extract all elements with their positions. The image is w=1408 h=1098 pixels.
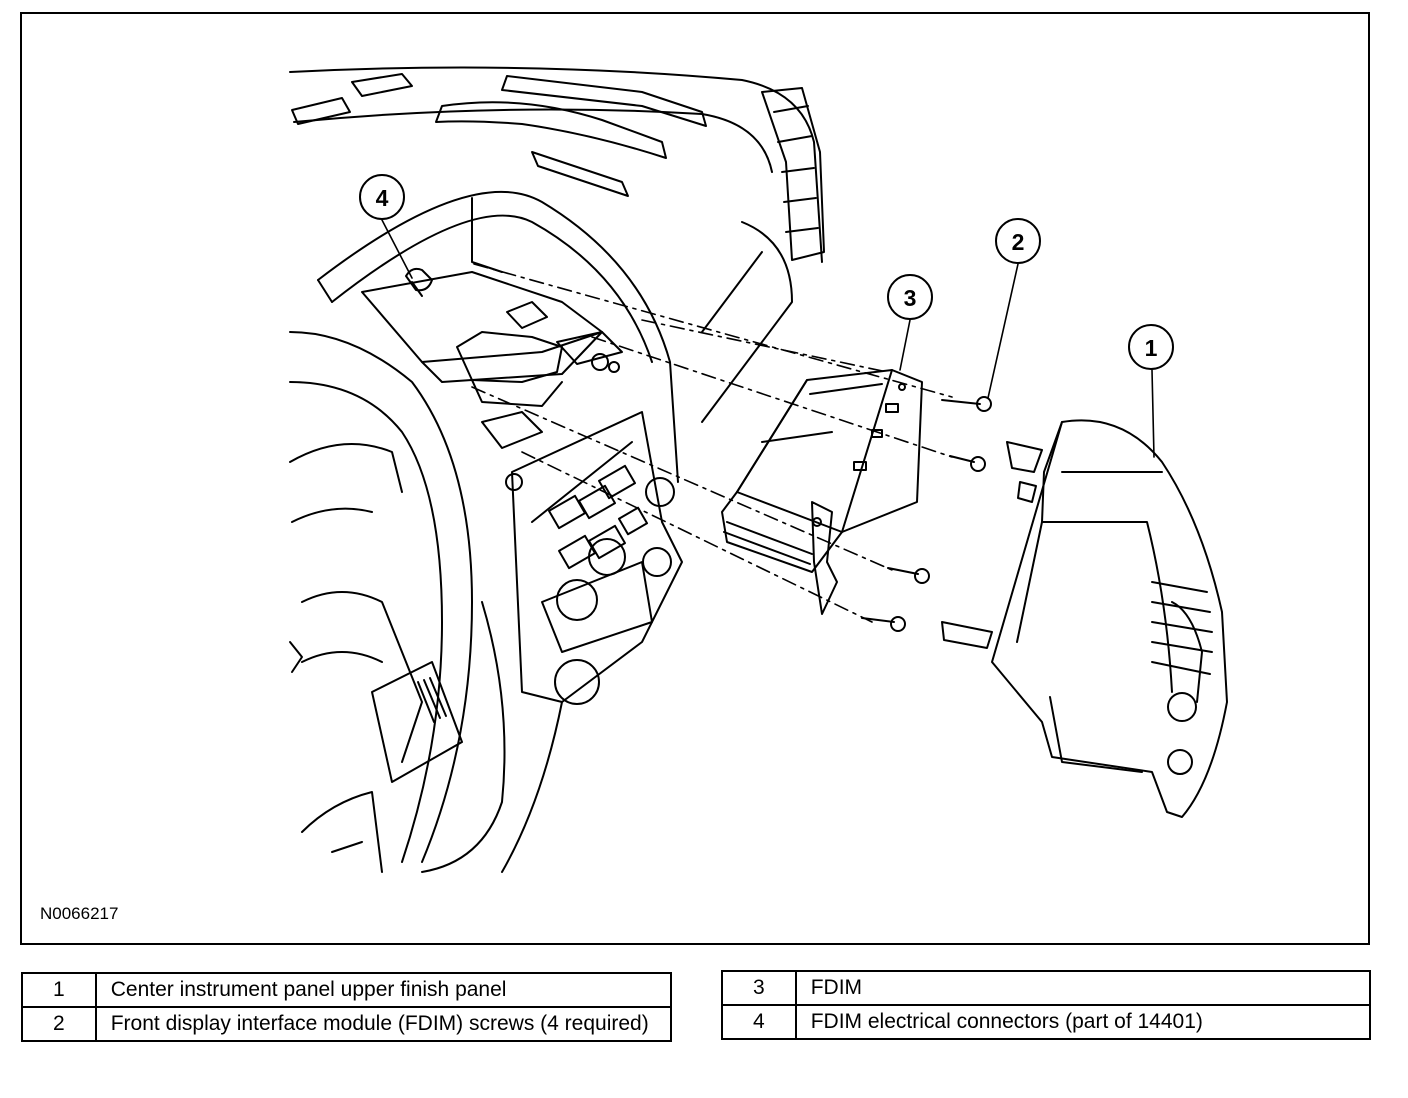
callout-1-label: 1 (1145, 335, 1158, 361)
legend-number: 3 (721, 970, 797, 1006)
legend-number: 2 (21, 1006, 97, 1042)
callout-3-label: 3 (904, 285, 917, 311)
legend-number: 1 (21, 972, 97, 1008)
callout-2-label: 2 (1012, 229, 1025, 255)
legend-description: Center instrument panel upper finish pan… (94, 972, 673, 1008)
legend-description: FDIM electrical connectors (part of 1440… (794, 1004, 1372, 1040)
legend-number: 4 (721, 1004, 797, 1040)
legend-row: 1 Center instrument panel upper finish p… (21, 972, 673, 1008)
callout-leaders (381, 219, 1155, 458)
legend-row: 3 FDIM (721, 970, 1372, 1006)
fdim-screws (861, 396, 992, 632)
callout-3-circle (887, 274, 933, 320)
callout-4-circle (359, 174, 405, 220)
callout-circles (359, 174, 1174, 370)
legend-description: FDIM (794, 970, 1372, 1006)
diagram-frame: 1 2 3 4 N0066217 (20, 12, 1370, 945)
legend-description: Front display interface module (FDIM) sc… (94, 1006, 673, 1042)
alignment-lines (471, 263, 953, 623)
figure-id: N0066217 (40, 904, 119, 923)
legend-row: 2 Front display interface module (FDIM) … (21, 1006, 673, 1042)
exploded-view-illustration: 1 2 3 4 (289, 66, 1228, 873)
legend-table-right: 3 FDIM 4 FDIM electrical connectors (par… (721, 970, 1372, 1040)
finish-panel (941, 419, 1228, 818)
legend-row: 4 FDIM electrical connectors (part of 14… (721, 1004, 1372, 1040)
legend-table-left: 1 Center instrument panel upper finish p… (21, 972, 673, 1042)
callout-4-label: 4 (376, 185, 389, 211)
callout-2-circle (995, 218, 1041, 264)
callout-1-circle (1128, 324, 1174, 370)
fdim-module (721, 369, 923, 615)
